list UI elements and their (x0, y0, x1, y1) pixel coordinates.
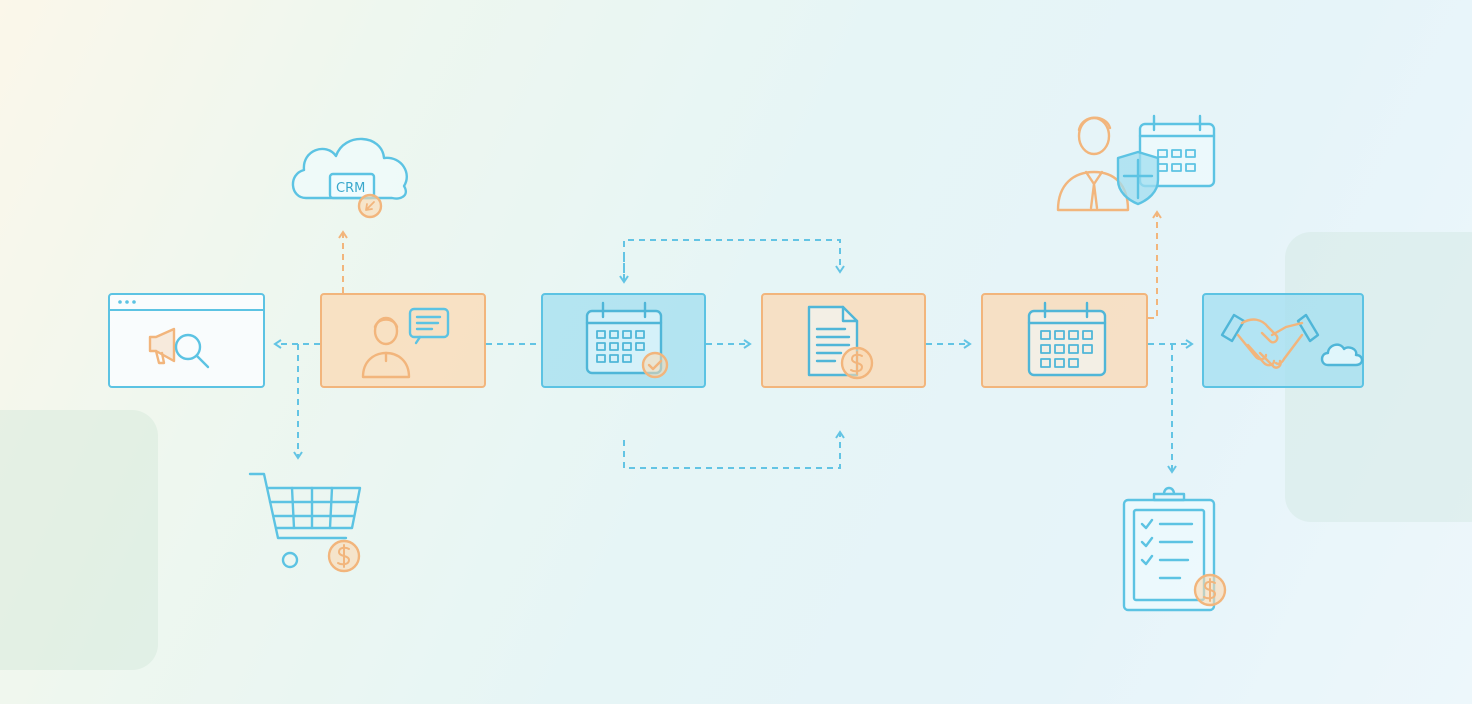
crm-label: CRM (336, 181, 365, 196)
browser-bar (110, 295, 263, 311)
crm-cloud-icon: CRM (291, 137, 408, 219)
person-chat-icon (361, 307, 450, 379)
node-invoice (761, 293, 926, 388)
node-deal-closed (1202, 293, 1364, 388)
node-schedule (981, 293, 1148, 388)
megaphone-magnifier-icon (148, 327, 210, 369)
clipboard-checklist-dollar-icon (1122, 486, 1227, 612)
handshake-cloud-icon (1220, 313, 1364, 369)
calendar-icon (1027, 301, 1107, 377)
invoice-dollar-icon (807, 305, 874, 380)
shopping-cart-dollar-icon (248, 472, 362, 573)
node-booking-confirmed (541, 293, 706, 388)
agent-shield-calendar-icon (1056, 114, 1216, 212)
browser-dots-icon (118, 300, 136, 304)
connector-loop-top (623, 239, 845, 280)
background-panel-left (0, 410, 158, 670)
connector-schedule-to-agent (1148, 210, 1162, 319)
node-customer-inquiry (320, 293, 486, 388)
node-marketing-research (108, 293, 265, 388)
connector-loop-bottom (623, 430, 845, 469)
calendar-check-icon (585, 301, 669, 379)
